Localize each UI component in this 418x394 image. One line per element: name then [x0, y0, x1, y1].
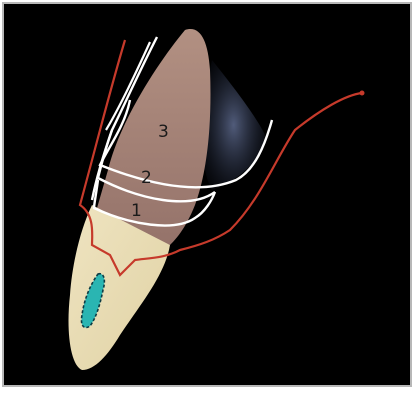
tooth-root — [95, 29, 210, 245]
alveolar-bone-shading — [202, 60, 265, 190]
zone-label-3: 3 — [158, 124, 169, 141]
gingival-line-end-dot — [360, 91, 365, 96]
zone-label-1: 1 — [131, 203, 142, 220]
zone-label-2: 2 — [141, 170, 152, 187]
